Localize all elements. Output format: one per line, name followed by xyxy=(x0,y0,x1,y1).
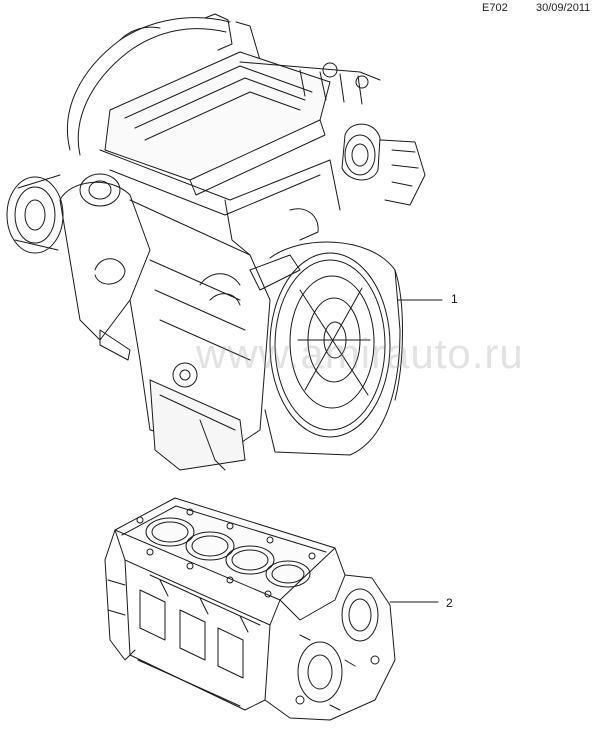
engine-block[interactable] xyxy=(105,498,438,720)
callout-2-label[interactable]: 2 xyxy=(446,596,453,610)
engine-assembly[interactable] xyxy=(7,14,442,470)
callout-1-label[interactable]: 1 xyxy=(451,292,458,306)
watermark: www.amirauto.ru xyxy=(196,330,524,377)
diagram-date: 30/09/2011 xyxy=(536,2,591,14)
diagram-code: E702 xyxy=(482,2,508,14)
